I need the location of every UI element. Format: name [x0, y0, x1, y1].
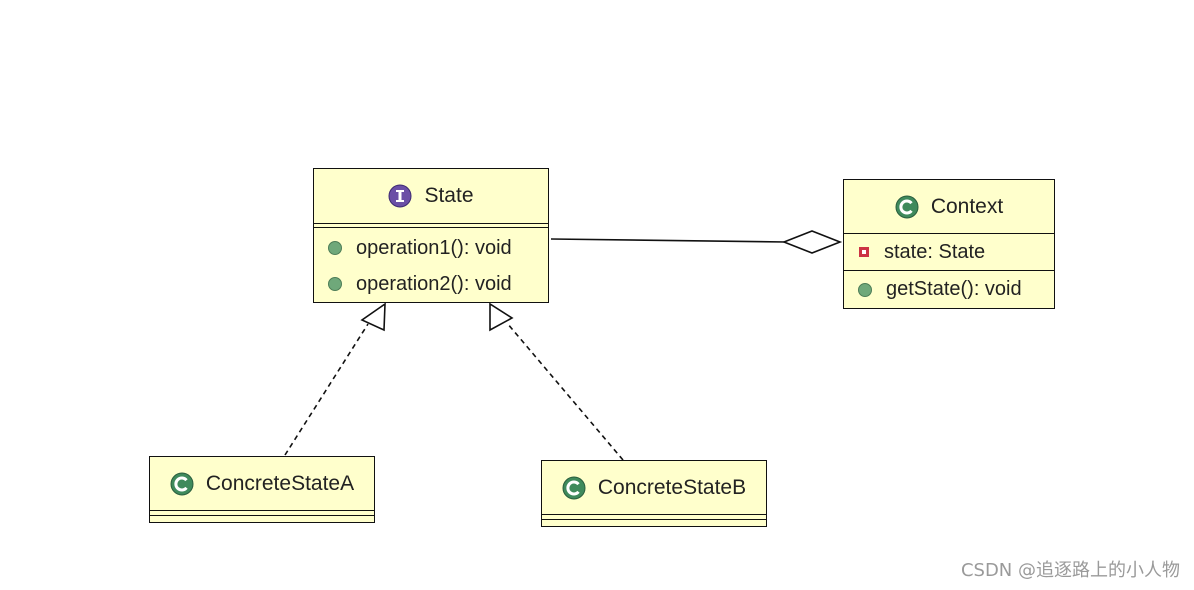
state-method-2: operation2(): void	[314, 266, 548, 302]
watermark: CSDN @追逐路上的小人物	[960, 560, 1180, 581]
realization-line-b	[506, 322, 624, 461]
context-separator-1	[844, 233, 1054, 234]
concrete-state-b-separator-1	[542, 514, 766, 515]
context-field-1: state: State	[844, 234, 1054, 270]
context-method-1: getState(): void	[844, 271, 1054, 308]
concrete-state-b-header: ConcreteStateB	[542, 461, 766, 514]
class-icon	[170, 472, 194, 495]
concrete-state-a-box[interactable]: ConcreteStateA	[149, 456, 375, 523]
class-icon	[895, 195, 919, 218]
realization-arrowhead-b	[489, 302, 514, 332]
state-interface-box[interactable]: State operation1(): void operation2(): v…	[313, 168, 549, 303]
state-separator-1	[314, 223, 548, 224]
public-method-icon	[328, 241, 342, 255]
class-icon	[562, 476, 586, 499]
concrete-state-a-name: ConcreteStateA	[205, 471, 355, 495]
state-method-1: operation1(): void	[314, 230, 548, 266]
context-name: Context	[930, 194, 1004, 218]
context-class-box[interactable]: Context state: State getState(): void	[843, 179, 1055, 309]
context-header: Context	[844, 180, 1054, 233]
realization-arrowhead-a	[360, 302, 386, 332]
private-field-icon	[859, 247, 869, 257]
context-separator-2	[844, 270, 1054, 271]
concrete-state-b-box[interactable]: ConcreteStateB	[541, 460, 767, 527]
concrete-state-a-separator-2	[150, 515, 374, 516]
public-method-icon	[328, 277, 342, 291]
state-method-1-label: operation1(): void	[356, 236, 512, 259]
context-method-1-label: getState(): void	[886, 278, 1022, 300]
concrete-state-a-header: ConcreteStateA	[150, 457, 374, 510]
interface-icon	[388, 184, 412, 208]
state-method-2-label: operation2(): void	[356, 272, 512, 295]
context-field-1-label: state: State	[884, 240, 986, 263]
realization-line-a	[284, 323, 369, 456]
state-name: State	[424, 184, 474, 207]
concrete-state-b-name: ConcreteStateB	[597, 475, 747, 499]
state-separator-2	[314, 227, 548, 228]
public-method-icon	[858, 282, 872, 297]
concrete-state-a-separator-1	[150, 510, 374, 511]
aggregation-diamond	[781, 230, 843, 254]
concrete-state-b-separator-2	[542, 519, 766, 520]
state-header: State	[314, 169, 548, 223]
aggregation-line	[550, 238, 787, 243]
